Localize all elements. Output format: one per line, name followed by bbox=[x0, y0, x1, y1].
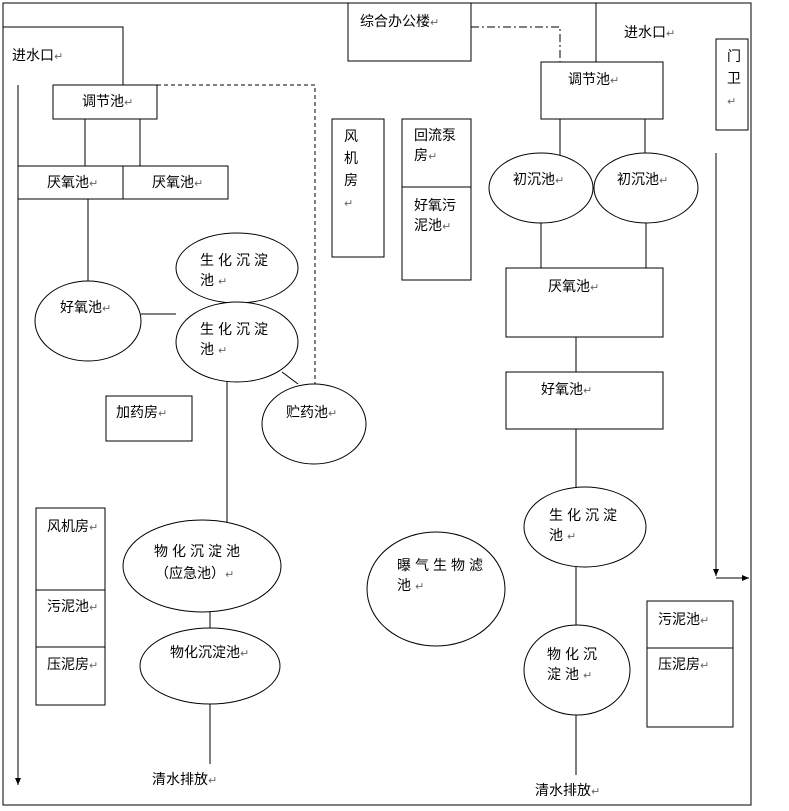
right-press-room-label: 压泥房↵ bbox=[658, 657, 710, 673]
right-physchem-settling-tank bbox=[523, 624, 631, 716]
right-anaerobic-tank-label: 厌氧池↵ bbox=[548, 279, 600, 295]
right-inlet-label: 进水口↵ bbox=[624, 25, 676, 41]
left-biochem-settling-tank-2 bbox=[175, 301, 299, 383]
right-primary-settling-tank-2-label: 初沉池↵ bbox=[617, 172, 669, 188]
office-dashdot-line bbox=[471, 26, 561, 62]
left-aerobic-tank bbox=[34, 280, 142, 362]
right-regulating-tank-label: 调节池↵ bbox=[568, 72, 620, 88]
right-physchem-settling-tank-label: 物化沉淀池↵ bbox=[547, 647, 601, 683]
left-blower-room-label: 风机房↵ bbox=[47, 519, 99, 535]
right-anaerobic-tank bbox=[505, 267, 664, 338]
left-connector bbox=[281, 371, 299, 385]
left-inlet-label: 进水口↵ bbox=[12, 48, 64, 64]
center-pump-sludge-block bbox=[401, 118, 472, 281]
left-anaerobic-tank-1 bbox=[17, 165, 124, 200]
left-physchem-emergency-label-line1: 物化沉淀池 bbox=[154, 544, 244, 560]
left-biochem-settling-tank-1-label: 生化沉淀池↵ bbox=[200, 253, 272, 289]
left-press-room-label: 压泥房↵ bbox=[47, 657, 99, 673]
center-blower-room bbox=[331, 118, 385, 258]
left-chemical-storage-tank-label: 贮药池↵ bbox=[286, 405, 338, 421]
center-blower-room-label: 风机房↵ bbox=[344, 129, 358, 210]
aerated-biofilter bbox=[366, 531, 506, 647]
left-physchem-emergency-tank bbox=[122, 519, 282, 613]
left-anaerobic-tank-1-label: 厌氧池↵ bbox=[47, 175, 99, 191]
left-physchem-emergency-label-line2: （应急池）↵ bbox=[155, 566, 235, 582]
left-dosing-room bbox=[105, 395, 193, 442]
left-regulating-tank-label: 调节池↵ bbox=[82, 94, 134, 110]
left-discharge-label: 清水排放↵ bbox=[152, 772, 218, 788]
left-physchem-settling-tank-label: 物化沉淀池↵ bbox=[170, 645, 250, 661]
left-regulating-tank bbox=[52, 84, 158, 120]
right-aerobic-tank bbox=[505, 371, 664, 430]
office-building bbox=[347, 2, 472, 62]
right-biochem-settling-tank-label: 生化沉淀池↵ bbox=[549, 508, 621, 544]
center-return-pump-label: 回流泵房↵ bbox=[414, 128, 456, 164]
left-chemical-storage-tank bbox=[261, 383, 367, 465]
left-biochem-settling-tank-2-label: 生化沉淀池↵ bbox=[200, 322, 272, 358]
right-discharge-label: 清水排放↵ bbox=[535, 783, 601, 799]
left-anaerobic-tank-2 bbox=[122, 165, 229, 200]
left-sludge-tank-label: 污泥池↵ bbox=[47, 599, 99, 615]
right-aerobic-tank-label: 好氧池↵ bbox=[541, 382, 593, 398]
left-blower-sludge-block bbox=[35, 507, 106, 706]
left-dosing-room-label: 加药房↵ bbox=[116, 405, 168, 421]
aerated-biofilter-label: 曝气生物滤池↵ bbox=[397, 558, 487, 594]
gate-house bbox=[715, 38, 749, 131]
office-building-label: 综合办公楼↵ bbox=[360, 14, 440, 30]
right-sludge-tank-label: 污泥池↵ bbox=[658, 612, 710, 628]
left-anaerobic-tank-2-label: 厌氧池↵ bbox=[152, 175, 204, 191]
center-aerobic-sludge-label: 好氧污泥池↵ bbox=[414, 198, 456, 234]
right-regulating-tank bbox=[540, 61, 664, 120]
gate-label: 门卫↵ bbox=[727, 49, 741, 108]
left-physchem-settling-tank bbox=[139, 627, 281, 705]
right-biochem-settling-tank bbox=[523, 486, 647, 568]
right-primary-settling-tank-1-label: 初沉池↵ bbox=[513, 172, 565, 188]
right-sludge-press-block bbox=[646, 600, 734, 728]
left-inlet-pipe bbox=[3, 26, 124, 85]
left-aerobic-tank-label: 好氧池↵ bbox=[60, 300, 112, 316]
dosing-dashed-line bbox=[157, 84, 316, 384]
